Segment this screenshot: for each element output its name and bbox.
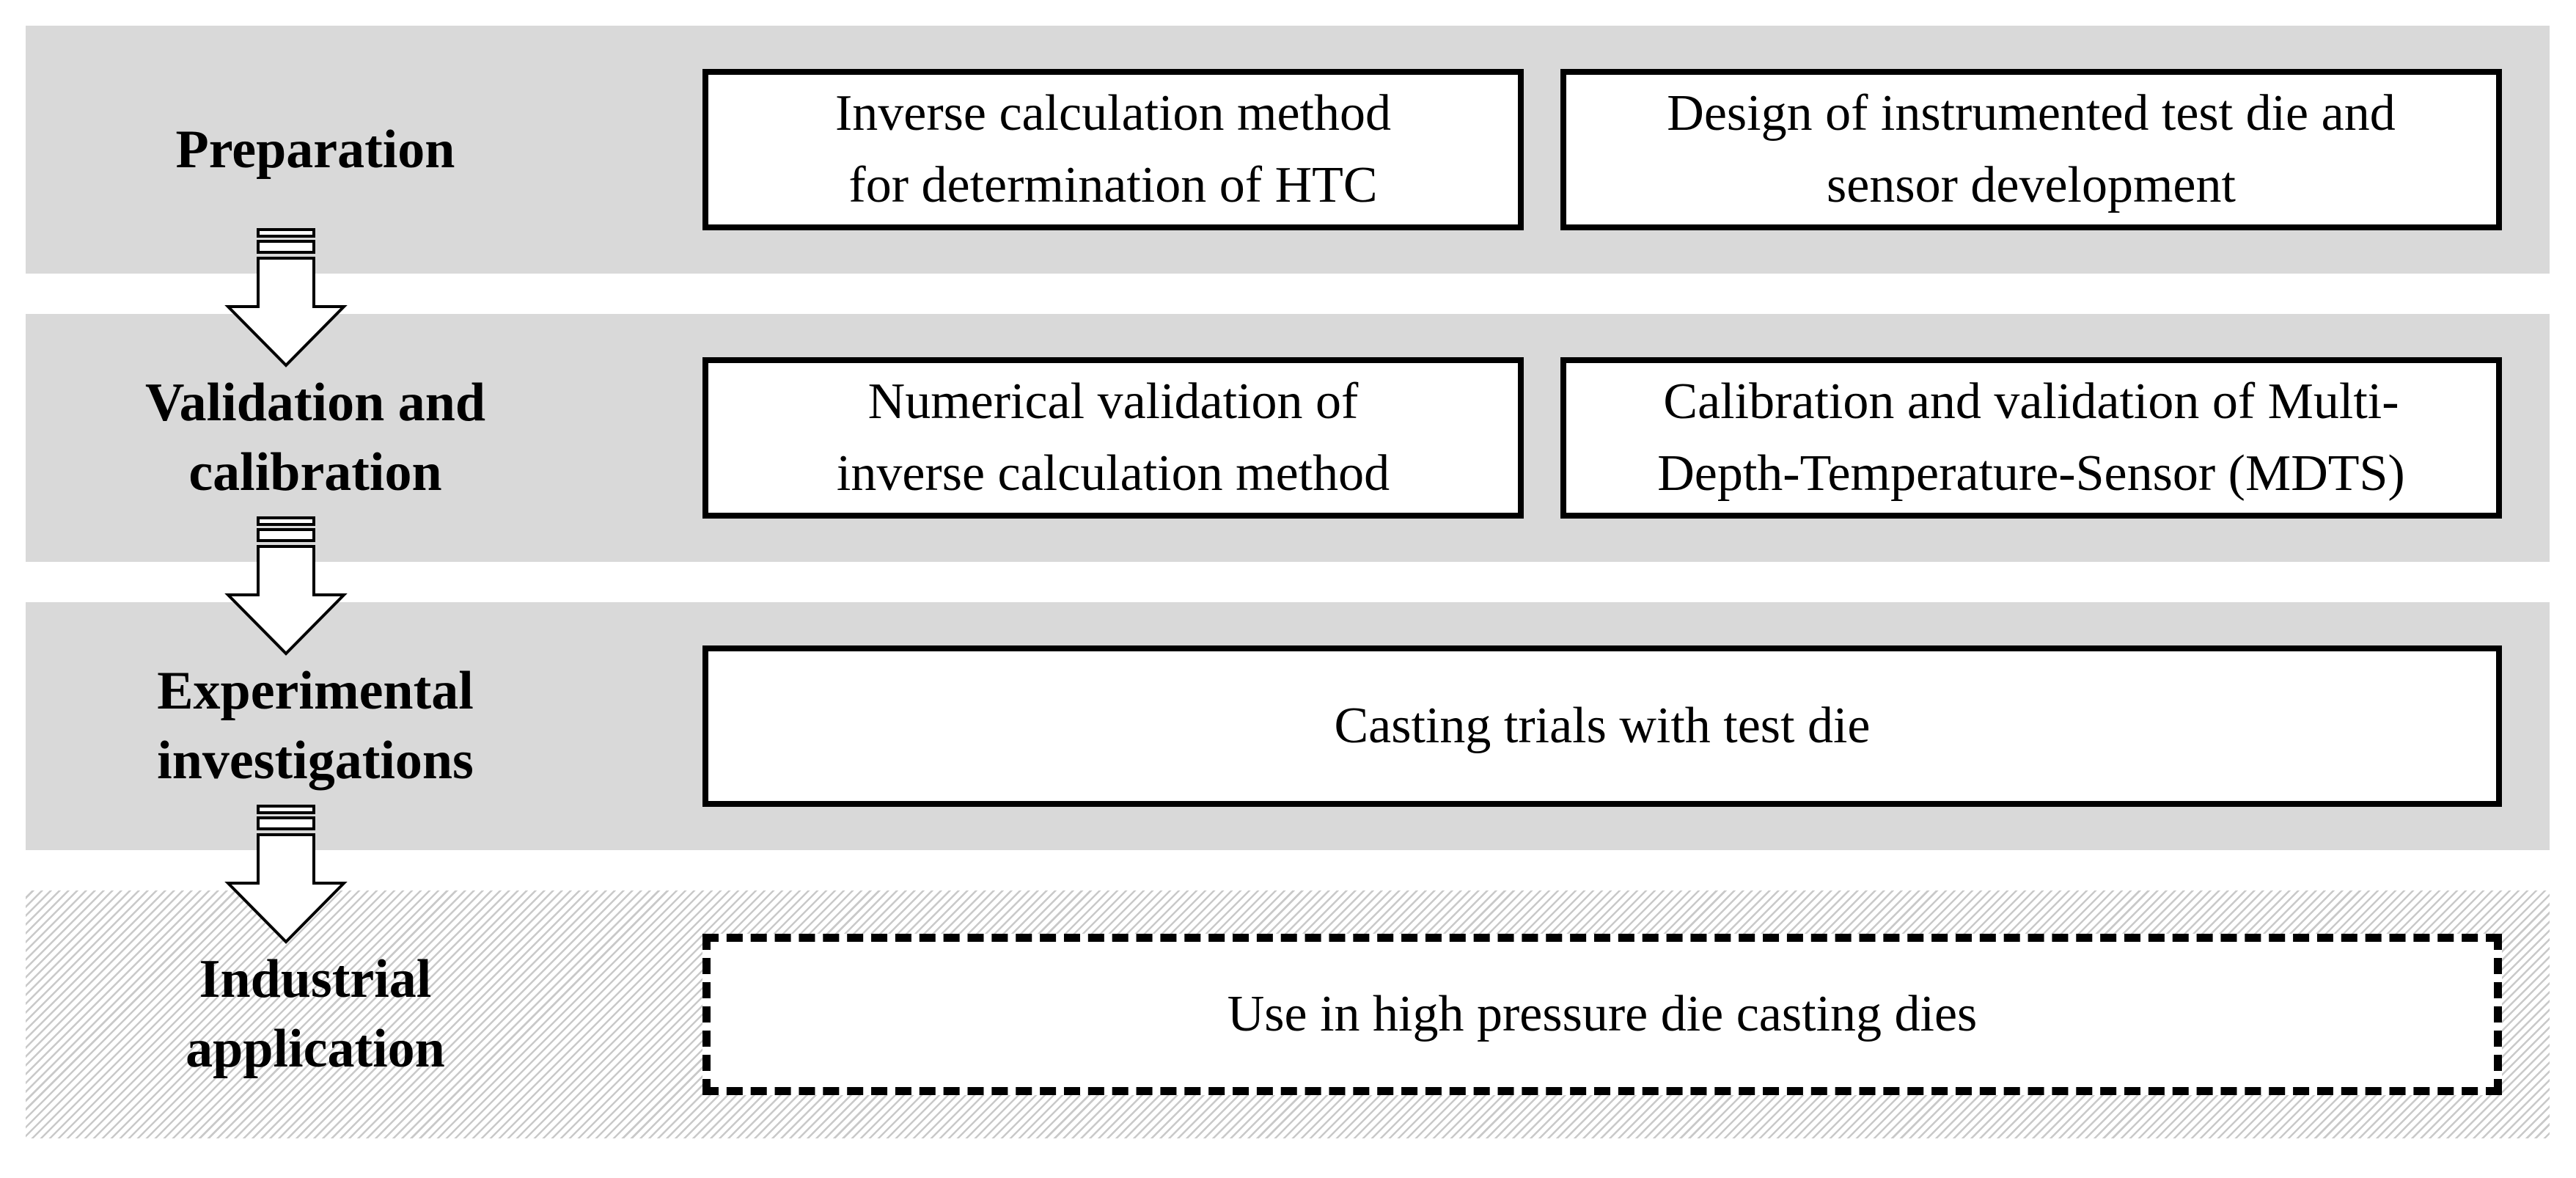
stage-label-validation-calibration: Validation and calibration	[26, 314, 605, 562]
stage-label-line: Industrial	[199, 949, 432, 1010]
stage-band-experimental-investigations: Experimental investigations Casting tria…	[26, 602, 2550, 850]
process-box-casting-trials: Casting trials with test die	[702, 645, 2502, 807]
process-box-text: Numerical validation of inverse calculat…	[836, 373, 1390, 502]
stage-boxes-validation: Numerical validation of inverse calculat…	[702, 314, 2502, 562]
striped-down-arrow-icon	[224, 516, 348, 656]
stage-label-line: application	[186, 1019, 445, 1079]
stage-label-line: Experimental	[157, 661, 474, 722]
process-box-text: Use in high pressure die casting dies	[1227, 986, 1978, 1042]
process-box-text: Design of instrumented test die and sens…	[1667, 85, 2396, 213]
process-box-test-die-design: Design of instrumented test die and sens…	[1560, 69, 2502, 230]
striped-down-arrow-icon	[224, 805, 348, 944]
process-box-inverse-calculation-method: Inverse calculation method for determina…	[702, 69, 1524, 230]
stage-boxes-industrial: Use in high pressure die casting dies	[702, 890, 2502, 1138]
process-box-numerical-validation: Numerical validation of inverse calculat…	[702, 357, 1524, 519]
stage-label-industrial-application: Industrial application	[26, 890, 605, 1138]
stage-label-preparation: Preparation	[26, 26, 605, 274]
stage-boxes-experimental: Casting trials with test die	[702, 602, 2502, 850]
stage-boxes-preparation: Inverse calculation method for determina…	[702, 26, 2502, 274]
process-box-text: Inverse calculation method for determina…	[834, 85, 1392, 213]
stage-label-line: investigations	[157, 731, 474, 791]
stage-label-experimental-investigations: Experimental investigations	[26, 602, 605, 850]
process-box-mdts-calibration: Calibration and validation of Multi- Dep…	[1560, 357, 2502, 519]
stage-label-line: calibration	[188, 442, 442, 502]
process-box-text: Calibration and validation of Multi- Dep…	[1657, 373, 2405, 502]
stage-label-line: Preparation	[175, 119, 455, 180]
process-box-text: Casting trials with test die	[1334, 698, 1871, 754]
striped-down-arrow-icon	[224, 228, 348, 367]
stage-label-line: Validation and	[144, 373, 486, 433]
stage-band-preparation: Preparation Inverse calculation method f…	[26, 26, 2550, 274]
process-box-hpdc-use: Use in high pressure die casting dies	[702, 934, 2502, 1095]
stage-band-industrial-application: Industrial application Use in high press…	[26, 890, 2550, 1138]
stage-band-validation-calibration: Validation and calibration Numerical val…	[26, 314, 2550, 562]
